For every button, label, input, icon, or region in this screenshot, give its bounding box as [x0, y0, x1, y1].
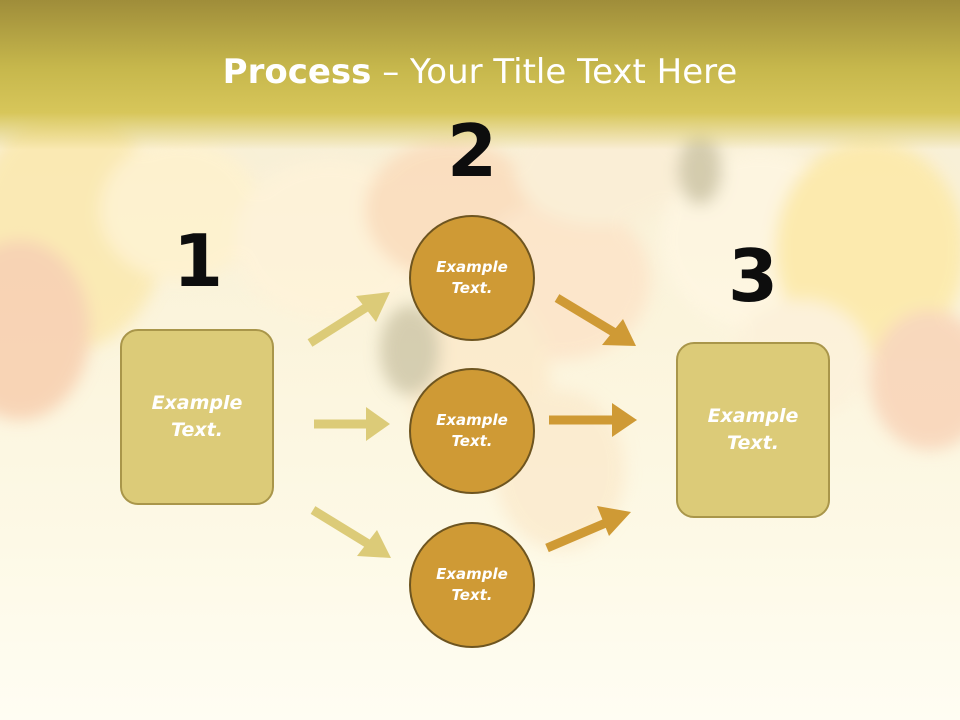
arrow-to-middle-circle [314, 407, 390, 441]
title-band [0, 0, 960, 150]
title-separator: – [371, 52, 411, 92]
arrow-to-bottom-circle [310, 506, 391, 558]
circle-middle: Example Text. [409, 368, 535, 494]
title-bold-part: Process [222, 52, 372, 92]
step-number-3: 3 [727, 234, 779, 318]
left-box-text: Example Text. [151, 392, 243, 441]
step-number-1: 1 [172, 219, 224, 303]
right-box: Example Text. [676, 342, 830, 518]
title-subtitle-part: Your Title Text Here [410, 52, 738, 92]
right-box-text: Example Text. [707, 405, 799, 454]
slide-title: Process – Your Title Text Here [0, 52, 960, 92]
circle-bottom: Example Text. [409, 522, 535, 648]
step-number-2: 2 [446, 109, 498, 193]
circle-top-text: Example Text. [436, 258, 508, 297]
arrow-to-top-circle [307, 292, 390, 347]
arrow-from-middle-circle [549, 403, 637, 437]
circle-top: Example Text. [409, 215, 535, 341]
left-box: Example Text. [120, 329, 274, 505]
arrow-from-bottom-circle [545, 506, 631, 553]
circle-bottom-text: Example Text. [436, 565, 508, 604]
arrow-from-top-circle [554, 294, 636, 346]
circle-middle-text: Example Text. [436, 411, 508, 450]
